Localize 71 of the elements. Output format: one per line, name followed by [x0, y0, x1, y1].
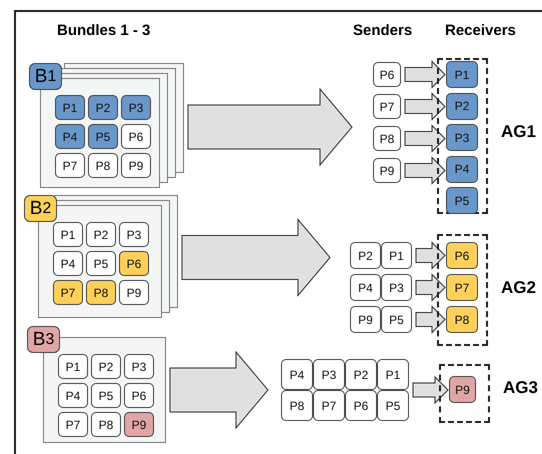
group-label: AG1 — [501, 122, 536, 142]
partition-box: P7 — [53, 280, 83, 305]
partition-box: P3 — [124, 354, 154, 379]
partition-box: P2 — [446, 92, 478, 120]
block-arrow — [404, 124, 446, 153]
partition-box: P9 — [119, 280, 149, 305]
partition-box: P8 — [281, 390, 313, 421]
partition-box: P5 — [88, 124, 118, 149]
partition-box: P8 — [86, 280, 116, 305]
partition-box: P7 — [313, 390, 345, 421]
block-arrow — [404, 156, 446, 185]
partition-box: P3 — [381, 274, 412, 301]
partition-box: P9 — [350, 306, 381, 333]
partition-box: P9 — [124, 412, 154, 437]
block-arrow — [170, 350, 269, 430]
column-heading: Receivers — [445, 22, 516, 39]
partition-box: P5 — [446, 187, 478, 214]
block-arrow — [412, 376, 449, 404]
partition-box: P7 — [446, 274, 478, 301]
block-arrow — [182, 218, 331, 297]
partition-box: P3 — [121, 95, 151, 120]
group-label: AG2 — [501, 278, 536, 298]
column-heading: Bundles 1 - 3 — [57, 22, 150, 39]
partition-box: P3 — [446, 124, 478, 151]
group-label: AG3 — [503, 378, 538, 398]
partition-box: P6 — [373, 62, 401, 87]
partition-box: P2 — [350, 242, 381, 269]
partition-box: P2 — [88, 95, 118, 120]
partition-box: P7 — [373, 94, 401, 119]
partition-box: P8 — [446, 306, 478, 333]
partition-box: P1 — [381, 242, 412, 269]
partition-box: P5 — [91, 383, 121, 408]
partition-box: P5 — [381, 306, 412, 333]
partition-box: P9 — [121, 153, 151, 178]
partition-box: P8 — [91, 412, 121, 437]
partition-box: P9 — [449, 376, 476, 403]
block-arrow — [404, 60, 446, 89]
partition-box: P1 — [55, 95, 85, 120]
partition-box: P6 — [121, 124, 151, 149]
partition-box: P6 — [345, 390, 377, 421]
partition-box: P8 — [88, 153, 118, 178]
partition-box: P1 — [53, 222, 83, 247]
partition-box: P1 — [446, 61, 478, 88]
partition-box: P2 — [345, 359, 377, 390]
partition-box: P4 — [350, 274, 381, 301]
block-arrow — [416, 273, 446, 302]
block-arrow — [404, 92, 446, 121]
partition-box: P3 — [119, 222, 149, 247]
partition-box: P1 — [58, 354, 88, 379]
partition-box: P7 — [58, 412, 88, 437]
partition-box: P4 — [55, 124, 85, 149]
partition-box: P5 — [377, 390, 409, 421]
partition-box: P2 — [91, 354, 121, 379]
partition-box: P2 — [86, 222, 116, 247]
partition-box: P8 — [373, 126, 401, 151]
column-heading: Senders — [353, 22, 412, 39]
partition-box: P9 — [373, 158, 401, 183]
partition-box: P3 — [313, 359, 345, 390]
partition-box: P4 — [446, 156, 478, 182]
partition-box: P4 — [281, 359, 313, 390]
partition-box: P1 — [377, 359, 409, 390]
partition-box: P6 — [446, 242, 478, 269]
partition-box: P6 — [124, 383, 154, 408]
partition-box: P7 — [55, 153, 85, 178]
partition-box: P6 — [119, 251, 149, 276]
block-arrow — [188, 88, 353, 166]
partition-box: P5 — [86, 251, 116, 276]
partition-box: P4 — [58, 383, 88, 408]
block-arrow — [416, 241, 446, 270]
partition-box: P4 — [53, 251, 83, 276]
block-arrow — [416, 305, 446, 334]
